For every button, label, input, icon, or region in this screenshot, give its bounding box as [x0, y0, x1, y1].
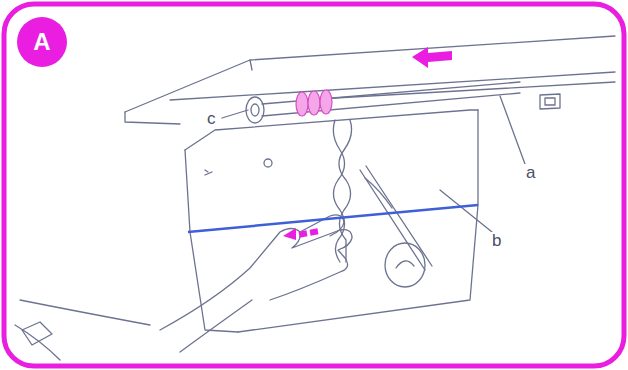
frame [4, 4, 624, 366]
badge-circle: A [17, 17, 67, 67]
panel-letter: A [33, 30, 50, 54]
part-label: b [490, 232, 503, 249]
spring-coils [296, 90, 332, 116]
direction-arrows [283, 47, 452, 240]
fold-line [188, 205, 478, 232]
part-label: c [205, 110, 218, 127]
part-label: a [524, 164, 537, 181]
line-drawing [15, 36, 615, 360]
